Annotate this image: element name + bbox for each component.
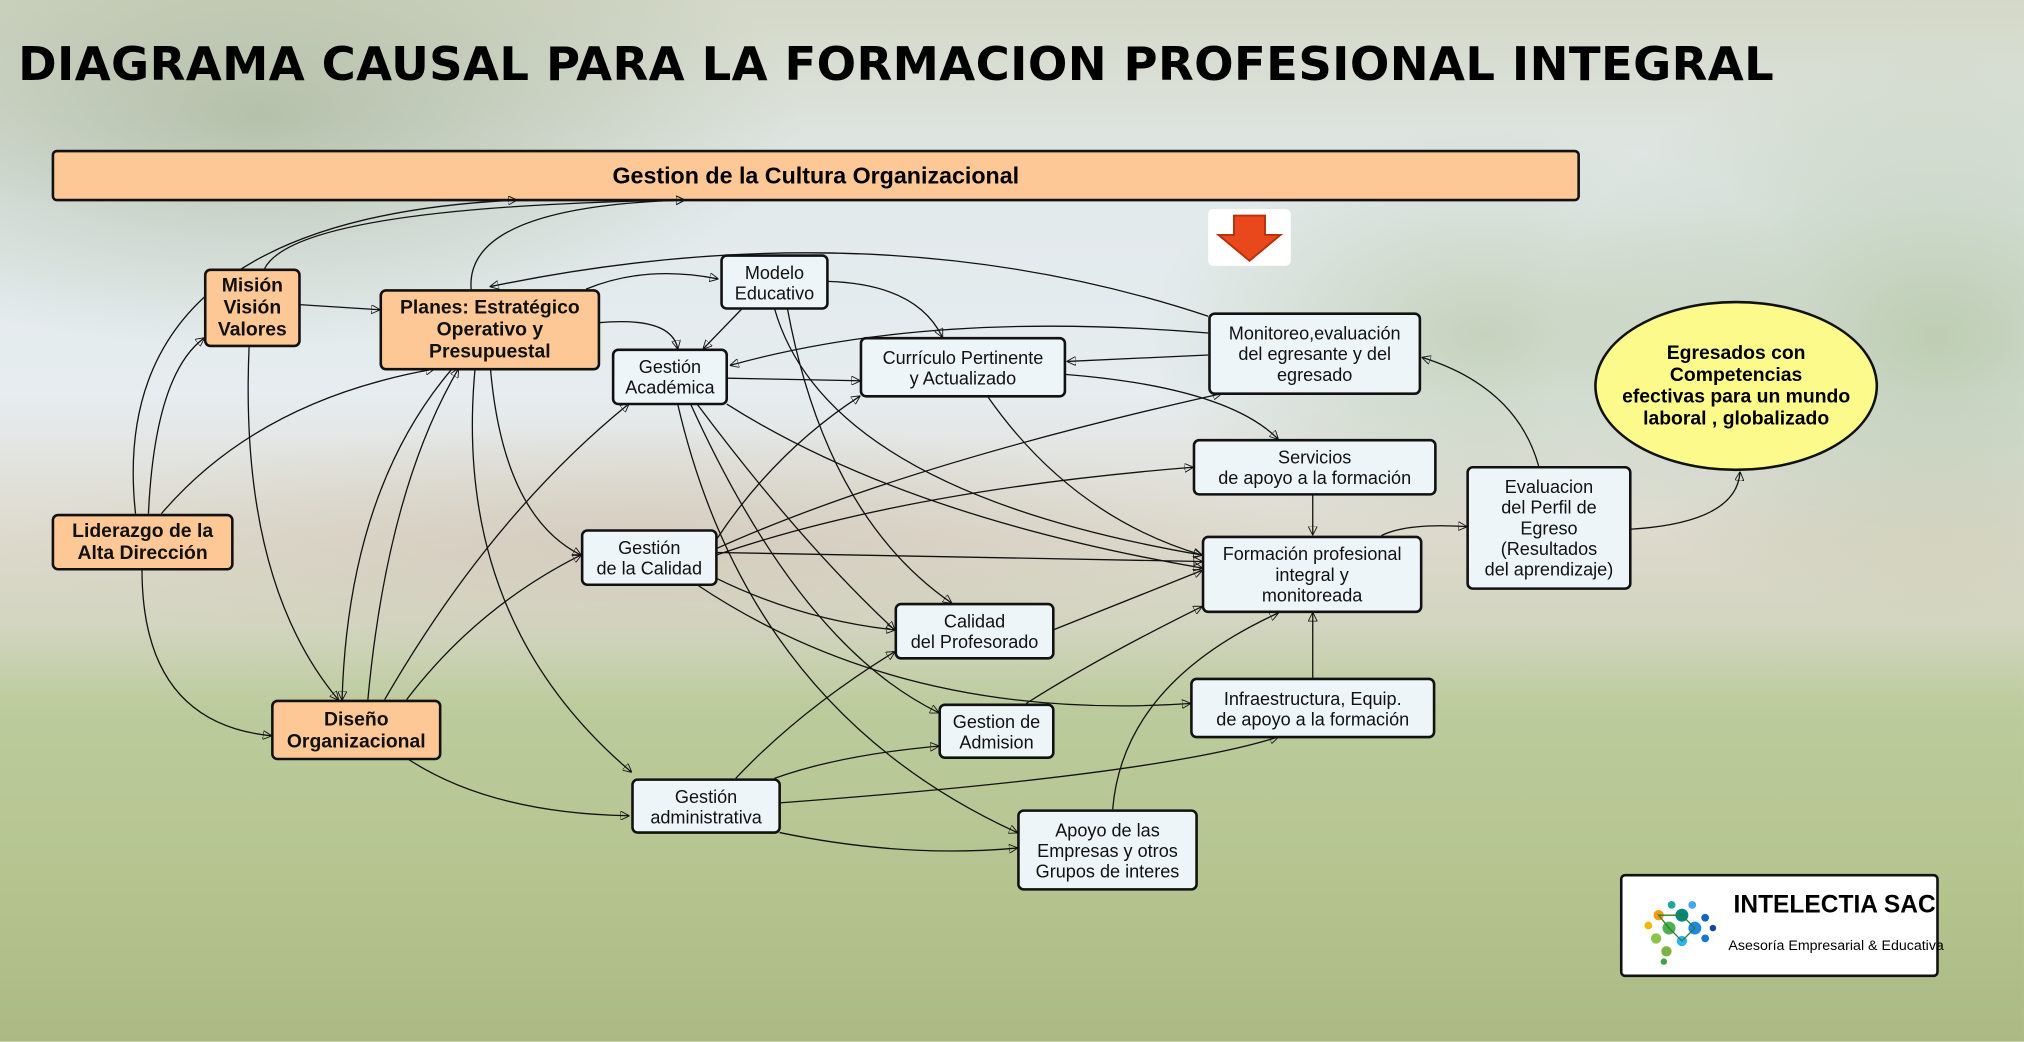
logo-tagline: Asesoría Empresarial & Educativa (1728, 938, 1944, 954)
link-calidad-servicios (716, 467, 1192, 556)
node-liderazgo: Liderazgo de la Alta Dirección (51, 513, 234, 571)
link-admision-formacion (1025, 607, 1202, 705)
link-planes-academica (598, 321, 678, 349)
link-administrativa-infraestructura (779, 737, 1278, 804)
link-calidad-infraestructura (696, 584, 1190, 706)
intelectia-logo: INTELECTIA SAC Asesoría Empresarial & Ed… (1619, 873, 1944, 978)
node-diseno: Diseño Organizacional (271, 699, 442, 761)
node-infraestructura: Infraestructura, Equip. de apoyo a la fo… (1190, 677, 1436, 739)
node-curriculo: Currículo Pertinente y Actualizado (859, 336, 1067, 398)
link-evaluacion-egresados (1630, 472, 1740, 530)
link-academica-formacion (726, 403, 1202, 568)
node-apoyo-empresas: Apoyo de las Empresas y otros Grupos de … (1017, 809, 1198, 891)
down-arrow-icon (1208, 209, 1291, 266)
node-calidad-profesorado: Calidad del Profesorado (894, 602, 1055, 660)
link-modelo-academica (703, 308, 743, 349)
link-liderazgo-mision (147, 338, 204, 514)
link-liderazgo-diseno (141, 569, 271, 736)
node-gestion-calidad: Gestión de la Calidad (580, 529, 718, 587)
link-formacion-evaluacion (1380, 526, 1466, 537)
link-diseno-calidad (406, 555, 581, 701)
link-planes-modelo (585, 274, 718, 290)
link-planes-diseno (342, 368, 453, 699)
banner-label: Gestion de la Cultura Organizacional (612, 161, 1020, 188)
link-administrativa-profesorado (735, 652, 895, 779)
node-gestion-admision: Gestion de Admision (938, 703, 1055, 759)
node-servicios: Servicios de apoyo a la formación (1192, 438, 1437, 496)
link-calidad-curriculo (715, 396, 859, 540)
link-apoyo-formacion (1112, 613, 1278, 810)
link-mision-cultura (264, 200, 685, 269)
link-calidad-monitoreo (716, 394, 1221, 550)
node-planes: Planes: Estratégico Operativo y Presupue… (379, 289, 601, 371)
link-mision-diseno (247, 345, 338, 700)
link-academica-admision (689, 403, 939, 713)
link-mision-planes (299, 303, 379, 310)
outcome-egresados: Egresados con Competencias efectivas par… (1594, 300, 1879, 472)
link-administrativa-admision (774, 746, 938, 779)
link-academica-profesorado (696, 403, 894, 630)
link-diseno-academica (384, 404, 629, 700)
node-evaluacion-perfil: Evaluacion del Perfil de Egreso (Resulta… (1466, 465, 1632, 590)
link-modelo-formacion (773, 308, 1201, 556)
link-planes-administrativa (471, 369, 631, 772)
link-diseno-planes (367, 369, 458, 700)
link-calidad-profesorado (716, 577, 894, 630)
node-modelo-educativo: Modelo Educativo (720, 254, 829, 310)
link-curriculo-formacion (986, 395, 1201, 555)
link-academica-curriculo (726, 378, 860, 381)
link-monitoreo-curriculo (1067, 354, 1209, 361)
link-administrativa-apoyo (779, 831, 1018, 851)
logo-network-icon (1644, 900, 1717, 965)
link-monitoreo-academica (731, 325, 1209, 365)
link-academica-apoyo (677, 403, 1017, 833)
link-profesorado-formacion (1053, 571, 1201, 631)
page-title: DIAGRAMA CAUSAL PARA LA FORMACION PROFES… (18, 38, 1775, 92)
link-liderazgo-planes (160, 369, 433, 515)
link-planes-cultura (470, 200, 684, 290)
link-curriculo-servicios (1064, 373, 1278, 439)
banner-cultura-organizacional: Gestion de la Cultura Organizacional (51, 149, 1580, 202)
link-diseno-administrativa (407, 758, 629, 816)
node-gestion-academica: Gestión Académica (611, 348, 729, 406)
link-modelo-curriculo (827, 280, 942, 337)
link-calidad-formacion (716, 551, 1201, 561)
logo-name: INTELECTIA SAC (1733, 891, 1936, 920)
link-evaluacion-monitoreo (1422, 358, 1540, 467)
node-mision: Misión Visión Valores (203, 268, 301, 348)
node-monitoreo: Monitoreo,evaluación del egresante y del… (1208, 312, 1422, 395)
link-monitoreo-planes (491, 252, 1209, 317)
link-planes-calidad (489, 369, 581, 555)
node-gestion-administrativa: Gestión administrativa (631, 778, 781, 834)
link-modelo-profesorado (786, 308, 951, 603)
node-formacion-profesional: Formación profesional integral y monitor… (1201, 535, 1423, 614)
